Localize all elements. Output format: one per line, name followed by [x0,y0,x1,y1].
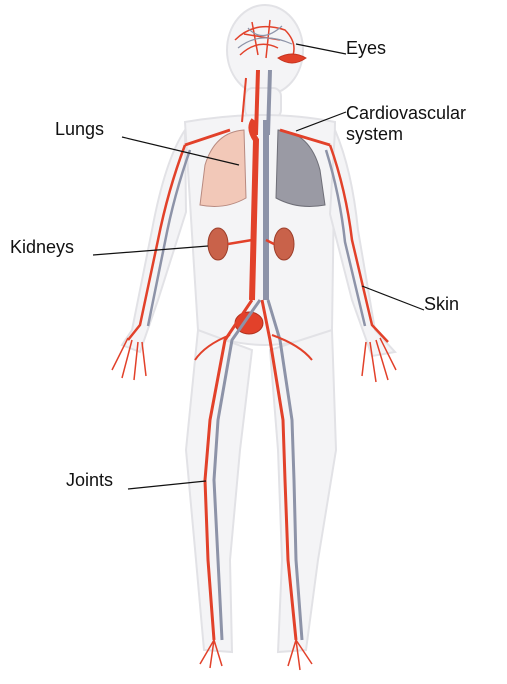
label-cardiovascular-line2: system [346,124,456,145]
label-cardiovascular-line1: Cardiovascular [346,103,456,124]
label-cardiovascular: Cardiovascular system [346,103,456,145]
label-kidneys: Kidneys [10,237,74,258]
label-skin: Skin [424,294,459,315]
label-joints: Joints [66,470,113,491]
label-eyes: Eyes [346,38,386,59]
label-lungs: Lungs [55,119,104,140]
